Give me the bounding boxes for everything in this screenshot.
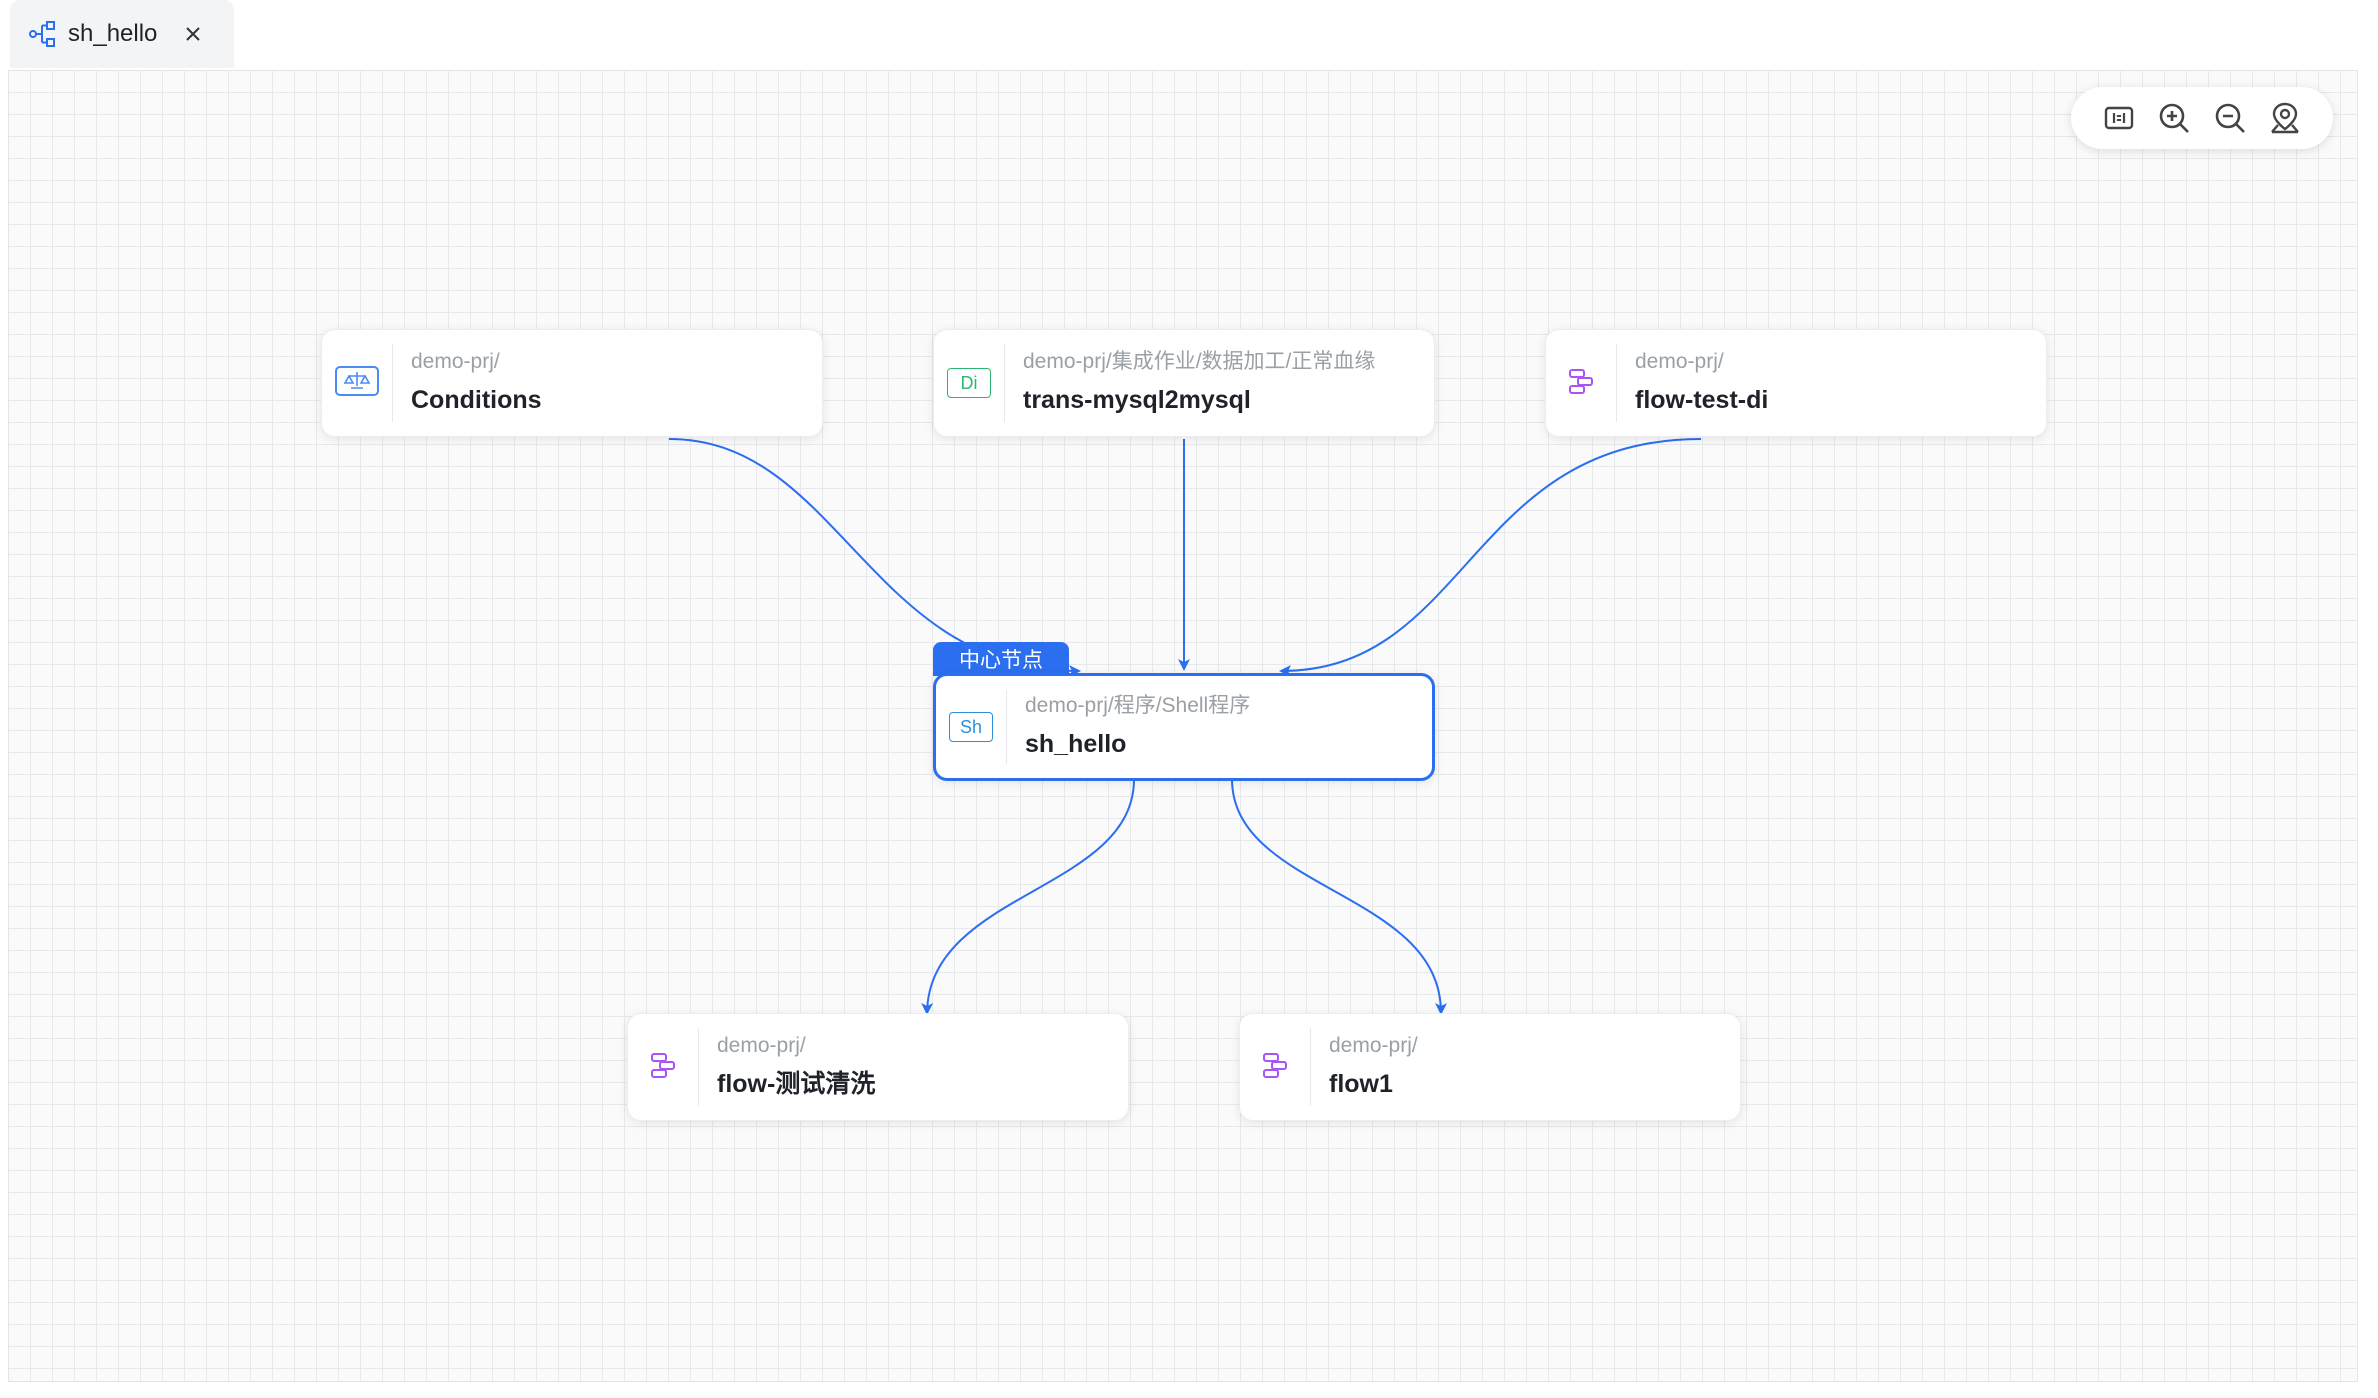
- center-node-tag: 中心节点: [933, 642, 1069, 676]
- flow-icon: [648, 1050, 678, 1085]
- flow-icon-cell: [1546, 344, 1617, 422]
- edge-conditions-to-center: [668, 438, 1081, 677]
- node-flow1[interactable]: demo-prj/ flow1: [1239, 1013, 1741, 1121]
- conditions-icon: [335, 365, 379, 401]
- edge-center-to-flowclean: [921, 778, 1135, 1015]
- flow-icon: [1566, 366, 1596, 401]
- node-name: flow-测试清洗: [717, 1070, 876, 1098]
- di-badge: Di: [947, 368, 991, 398]
- sh-icon-cell: Sh: [936, 690, 1007, 764]
- flow-icon-cell: [628, 1028, 699, 1106]
- node-path: demo-prj/程序/Shell程序: [1025, 694, 1251, 717]
- edge-center-to-flow1: [1231, 778, 1447, 1015]
- lineage-canvas[interactable]: demo-prj/ Conditions Di demo-prj/集成作业/数据…: [8, 70, 2358, 1382]
- node-path: demo-prj/: [1329, 1034, 1418, 1057]
- node-path: demo-prj/: [717, 1034, 806, 1057]
- tab-sh-hello[interactable]: sh_hello: [10, 0, 234, 68]
- lineage-icon: [26, 17, 60, 51]
- flow-icon-cell: [1240, 1028, 1311, 1106]
- conditions-icon-cell: [322, 344, 393, 422]
- node-conditions[interactable]: demo-prj/ Conditions: [321, 329, 823, 437]
- node-path: demo-prj/: [1635, 350, 1724, 373]
- tab-bar: sh_hello: [0, 0, 2378, 70]
- flow-icon: [1260, 1050, 1290, 1085]
- node-trans-mysql2mysql[interactable]: Di demo-prj/集成作业/数据加工/正常血缘 trans-mysql2m…: [933, 329, 1435, 437]
- node-name: flow-test-di: [1635, 386, 1769, 414]
- edge-flowtestdi-to-center: [1279, 438, 1702, 677]
- node-flow-test-di[interactable]: demo-prj/ flow-test-di: [1545, 329, 2047, 437]
- node-name: Conditions: [411, 386, 542, 414]
- node-name: flow1: [1329, 1070, 1393, 1098]
- di-icon-cell: Di: [934, 344, 1005, 422]
- close-icon[interactable]: [180, 21, 206, 47]
- canvas-toolbar: [2071, 87, 2333, 149]
- sh-badge: Sh: [949, 712, 993, 742]
- tab-label: sh_hello: [68, 20, 158, 47]
- node-path: demo-prj/集成作业/数据加工/正常血缘: [1023, 350, 1376, 373]
- node-flow-test-clean[interactable]: demo-prj/ flow-测试清洗: [627, 1013, 1129, 1121]
- node-path: demo-prj/: [411, 350, 500, 373]
- zoom-out-icon[interactable]: [2210, 98, 2250, 138]
- zoom-in-icon[interactable]: [2154, 98, 2194, 138]
- locate-icon[interactable]: [2265, 98, 2305, 138]
- node-sh-hello[interactable]: Sh demo-prj/程序/Shell程序 sh_hello: [933, 673, 1435, 781]
- node-name: sh_hello: [1025, 730, 1127, 758]
- fit-view-icon[interactable]: [2099, 98, 2139, 138]
- node-name: trans-mysql2mysql: [1023, 386, 1251, 414]
